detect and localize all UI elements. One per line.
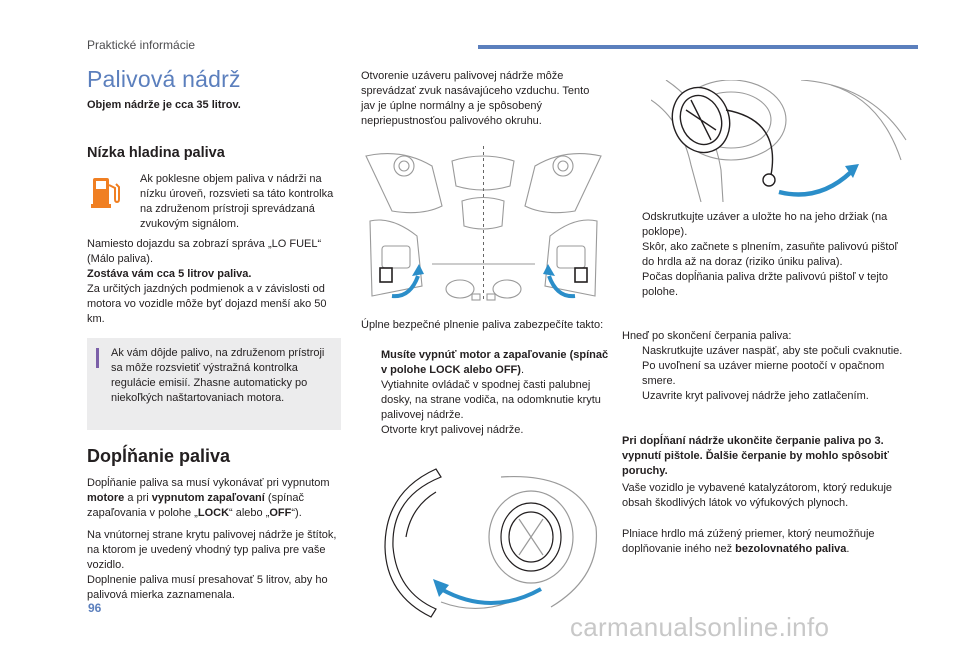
info-box: Ak vám dôjde palivo, na združenom prístr… xyxy=(87,338,341,430)
tank-capacity: Objem nádrže je cca 35 litrov. xyxy=(87,99,241,111)
list-item: Skôr, ako začnete s plnením, zasuňte pal… xyxy=(642,241,898,268)
safe-refuel-intro: Úplne bezpečné plnenie paliva zabezpečít… xyxy=(361,319,604,331)
remaining-fuel: Zostáva vám cca 5 litrov paliva. xyxy=(87,268,252,280)
list-item: Naskrutkujte uzáver naspäť, aby ste poču… xyxy=(642,345,903,387)
info-text: Ak vám dôjde palivo, na združenom prístr… xyxy=(111,347,325,404)
list-item: Počas dopĺňania paliva držte palivovú pi… xyxy=(642,271,888,298)
low-fuel-title: Nízka hladina paliva xyxy=(87,145,225,161)
after-refuel-steps: Naskrutkujte uzáver naspäť, aby ste poču… xyxy=(622,344,912,404)
lo-fuel-message: Namiesto dojazdu sa zobrazí správa „LO F… xyxy=(87,238,322,265)
pump-cutoff-warning: Pri dopĺňaní nádrže ukončite čerpanie pa… xyxy=(622,435,889,477)
fuel-type-label: Na vnútornej strane krytu palivovej nádr… xyxy=(87,529,337,571)
list-item: Otvorte kryt palivovej nádrže. xyxy=(381,424,524,436)
watermark: carmanualsonline.info xyxy=(570,612,830,642)
list-item: Musíte vypnúť motor a zapaľovanie (spína… xyxy=(381,349,609,376)
dashboard-release-lever-illustration xyxy=(362,146,605,302)
refuel-conditions: Dopĺňanie paliva sa musí vykonávať pri v… xyxy=(87,477,330,519)
filler-neck-note: Plniace hrdlo má zúžený priemer, ktorý n… xyxy=(622,528,875,555)
refuel-title: Dopĺňanie paliva xyxy=(87,446,231,466)
fuel-pump-icon xyxy=(91,178,120,208)
after-refuel-intro: Hneď po skončení čerpania paliva: xyxy=(622,330,792,342)
refuel-steps: Musíte vypnúť motor a zapaľovanie (spína… xyxy=(361,348,611,438)
low-fuel-lamp-description: Ak poklesne objem paliva v nádrži na níz… xyxy=(140,173,334,230)
info-icon xyxy=(96,348,99,368)
catalyst-note: Vaše vozidlo je vybavené katalyzátorom, … xyxy=(622,482,893,509)
range-conditions: Za určitých jazdných podmienok a v závis… xyxy=(87,283,327,325)
list-item: Uzavrite kryt palivovej nádrže jeho zatl… xyxy=(642,390,869,402)
low-fuel-details: Namiesto dojazdu sa zobrazí správa „LO F… xyxy=(87,237,342,327)
page-number: 96 xyxy=(88,601,102,615)
list-item: Odskrutkujte uzáver a uložte ho na jeho … xyxy=(642,211,888,238)
air-intake-note: Otvorenie uzáveru palivovej nádrže môže … xyxy=(361,70,590,127)
fuel-cap-illustration xyxy=(651,80,907,202)
list-item: Vytiahnite ovládač v spodnej časti palub… xyxy=(381,379,601,421)
page-title: Palivová nádrž xyxy=(87,66,241,92)
header-rule xyxy=(478,45,918,49)
fuel-flap-illustration xyxy=(384,468,598,618)
minimum-refuel: Doplnenie paliva musí presahovať 5 litro… xyxy=(87,574,328,601)
section-header: Praktické informácie xyxy=(87,38,196,52)
cap-steps: Odskrutkujte uzáver a uložte ho na jeho … xyxy=(622,210,912,300)
